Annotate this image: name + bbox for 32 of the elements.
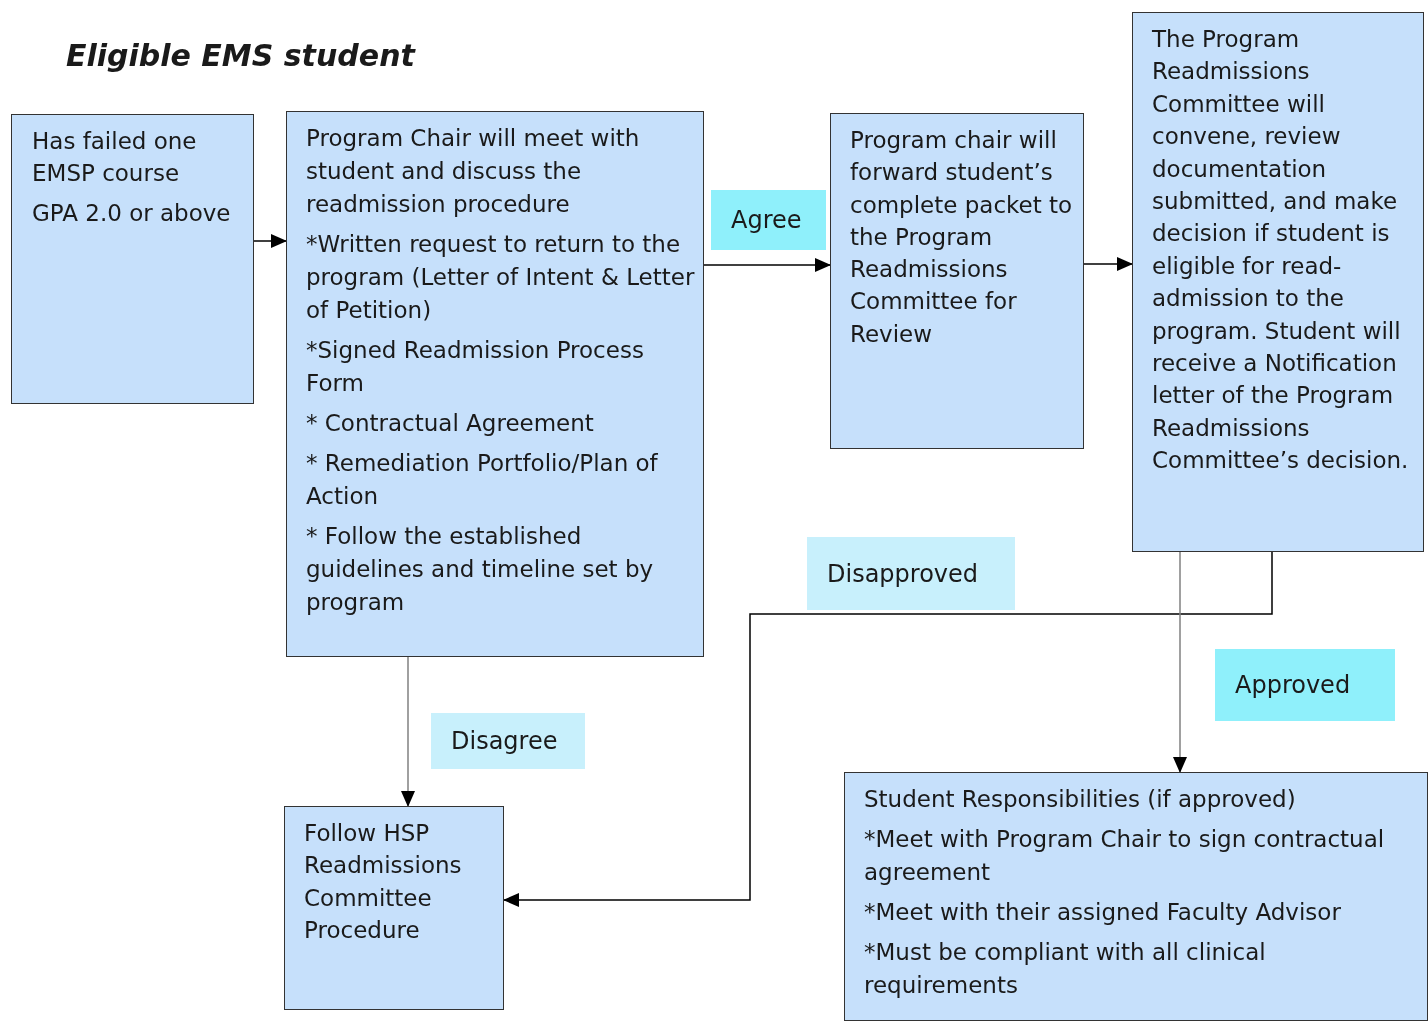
process-box <box>11 114 254 404</box>
box-text: Follow HSP Readmissions Committee Procedure <box>304 819 463 946</box>
box-text: * Contractual Agreement <box>306 409 595 438</box>
box-text: Has failed one EMSP course <box>32 127 198 188</box>
edge-label: Approved <box>1215 649 1395 721</box>
arrow <box>703 258 831 272</box>
diagram-title: Eligible EMS student <box>66 38 415 73</box>
box-text: Student Responsibilities (if approved) <box>864 785 1297 814</box>
box-text: *Must be compliant with all clinical requirements <box>864 938 1267 1000</box>
process-box <box>284 806 504 1010</box>
edge-label: Agree <box>711 190 826 250</box>
box-text: *Signed Readmission Process Form <box>306 336 645 398</box>
box-text: Program chair will forward student’s complete packet to the Program Readmissions Committee for Review <box>850 126 1074 349</box>
arrow <box>1083 257 1133 271</box>
arrow <box>1173 551 1187 773</box>
box-text: * Follow the established guidelines and timeline set by program <box>306 522 655 617</box>
box-text: *Written request to return to the program (Letter of Intent & Letter of Petition) <box>306 230 696 325</box>
process-box <box>844 772 1428 1021</box>
box-text: *Meet with Program Chair to sign contractual agreement <box>864 825 1386 887</box>
box-text: * Remediation Portfolio/Plan of Action <box>306 449 659 511</box>
edge-label: Disapproved <box>807 537 1015 610</box>
process-box <box>286 111 704 657</box>
arrow <box>253 234 287 248</box>
box-text: GPA 2.0 or above <box>32 199 232 228</box>
arrow <box>401 656 415 807</box>
arrow <box>503 551 1273 907</box>
edge-label: Disagree <box>431 713 585 769</box>
process-box <box>830 113 1084 449</box>
box-text: *Meet with their assigned Faculty Advisor <box>864 898 1342 927</box>
process-box <box>1132 12 1424 552</box>
box-text: Program Chair will meet with student and discuss the readmission procedure <box>306 124 641 219</box>
box-text: The Program Readmissions Committee will convene, review documentation submitted, and make decision if student is eligible for read-admission to the program. Student will receive a Notification letter of the Program Readmissions Committee’s decision. <box>1152 25 1410 476</box>
